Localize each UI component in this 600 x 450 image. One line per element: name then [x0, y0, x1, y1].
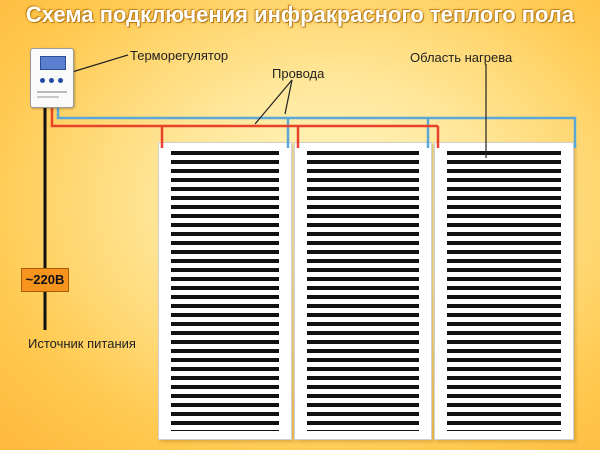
label-heating-area: Область нагрева	[410, 50, 513, 65]
heating-strips	[447, 151, 561, 431]
thermostat-device	[30, 48, 74, 108]
pointer-wires-1	[254, 79, 293, 125]
red-wire	[50, 106, 438, 128]
thermostat-display	[40, 56, 66, 70]
diagram-title: Схема подключения инфракрасного теплого …	[25, 2, 575, 27]
pointer-thermostat	[71, 54, 129, 73]
thermostat-button-mid	[49, 78, 54, 83]
blue-wire	[56, 106, 577, 148]
voltage-badge: ~220В	[21, 268, 69, 292]
heating-film-panel-1	[158, 142, 292, 440]
heating-strips	[171, 151, 279, 431]
label-wires: Провода	[272, 66, 325, 81]
thermostat-caption	[37, 91, 67, 93]
heating-film-panel-2	[294, 142, 432, 440]
thermostat-button-left	[40, 78, 45, 83]
pointer-wires-2	[284, 79, 293, 115]
thermostat-caption-2	[37, 96, 59, 98]
label-thermostat: Терморегулятор	[130, 48, 229, 63]
heating-strips	[307, 151, 419, 431]
thermostat-button-right	[58, 78, 63, 83]
heating-film-panel-3	[434, 142, 574, 440]
label-power-source: Источник питания	[28, 336, 136, 351]
